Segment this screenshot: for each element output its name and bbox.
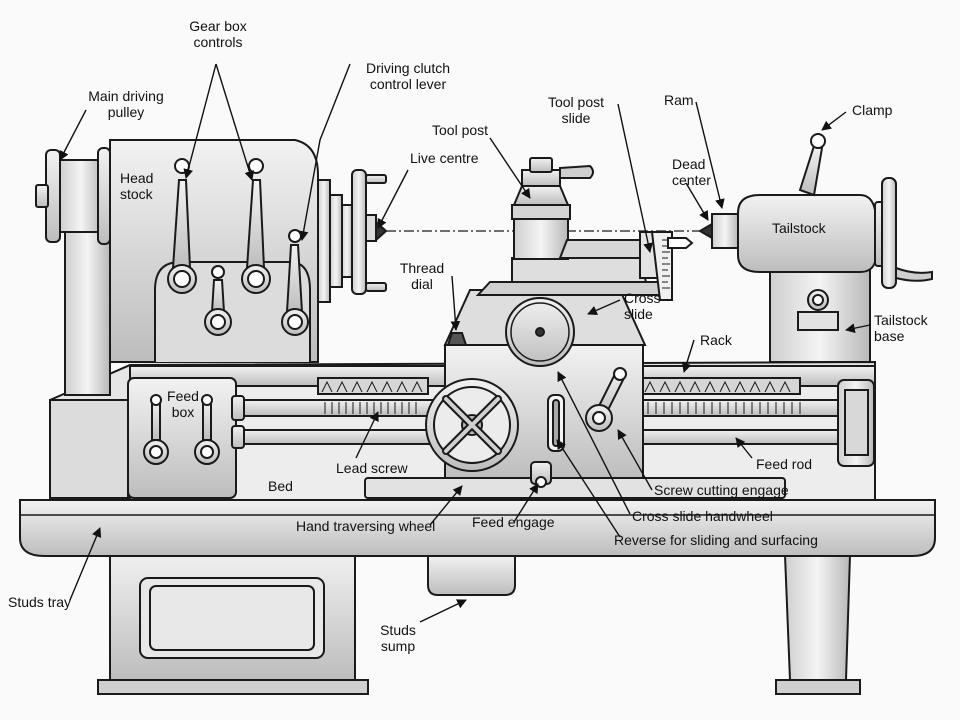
label-rack: Rack bbox=[700, 332, 732, 348]
label-clamp: Clamp bbox=[852, 102, 893, 118]
spindle-chuck bbox=[317, 169, 388, 303]
label-tool-post: Tool post bbox=[432, 122, 489, 138]
right-leg bbox=[783, 554, 852, 681]
label-gear-box-controls: Gear box controls bbox=[189, 18, 247, 50]
hand-traversing-wheel bbox=[425, 378, 519, 472]
label-cross-slide: Cross slide bbox=[624, 290, 661, 322]
label-dead-center: Dead center bbox=[672, 156, 711, 188]
label-bed: Bed bbox=[268, 478, 293, 494]
label-tool-post-slide: Tool post slide bbox=[547, 94, 605, 126]
label-thread-dial: Thread dial bbox=[399, 260, 445, 292]
studs-tray bbox=[19, 499, 936, 557]
label-screw-cutting-engage: Screw cutting engage bbox=[654, 482, 789, 498]
label-tailstock-base: Tailstock base bbox=[874, 312, 928, 344]
label-ram: Ram bbox=[664, 92, 694, 108]
label-reverse-sliding: Reverse for sliding and surfacing bbox=[614, 532, 818, 548]
label-studs-tray: Studs tray bbox=[8, 594, 72, 610]
tailstock-ram bbox=[711, 213, 739, 249]
label-studs-sump: Studs sump bbox=[380, 622, 416, 654]
label-feed-box: Feed box bbox=[167, 388, 199, 420]
cross-slide bbox=[511, 257, 648, 283]
thread-dial-knob bbox=[446, 332, 468, 346]
tailstock-clamp bbox=[798, 144, 824, 197]
studs-sump-box bbox=[427, 554, 516, 596]
screw-cutting-lever bbox=[585, 367, 627, 432]
label-feed-engage: Feed engage bbox=[472, 514, 555, 530]
dead-centre bbox=[698, 222, 713, 240]
label-head-stock: Head stock bbox=[120, 170, 154, 202]
label-lead-screw: Lead screw bbox=[336, 460, 408, 476]
left-leg-door bbox=[139, 577, 325, 659]
feed-box-levers bbox=[143, 394, 220, 465]
gear-box-levers bbox=[167, 158, 309, 336]
label-tailstock: Tailstock bbox=[772, 220, 826, 236]
label-main-driving-pulley: Main driving pulley bbox=[88, 88, 164, 120]
tool-post-assembly bbox=[511, 157, 694, 301]
left-foot bbox=[97, 679, 369, 695]
label-feed-rod: Feed rod bbox=[756, 456, 813, 472]
label-live-centre: Live centre bbox=[410, 150, 479, 166]
main-driving-pulley bbox=[35, 147, 111, 245]
lathe-machine bbox=[19, 133, 936, 695]
label-cross-slide-handwheel: Cross slide handwheel bbox=[632, 508, 773, 524]
right-foot bbox=[775, 679, 861, 695]
leader-lines bbox=[59, 63, 871, 623]
label-hand-traversing-wheel: Hand traversing wheel bbox=[296, 518, 436, 534]
label-driving-clutch: Driving clutch control lever bbox=[365, 60, 451, 92]
